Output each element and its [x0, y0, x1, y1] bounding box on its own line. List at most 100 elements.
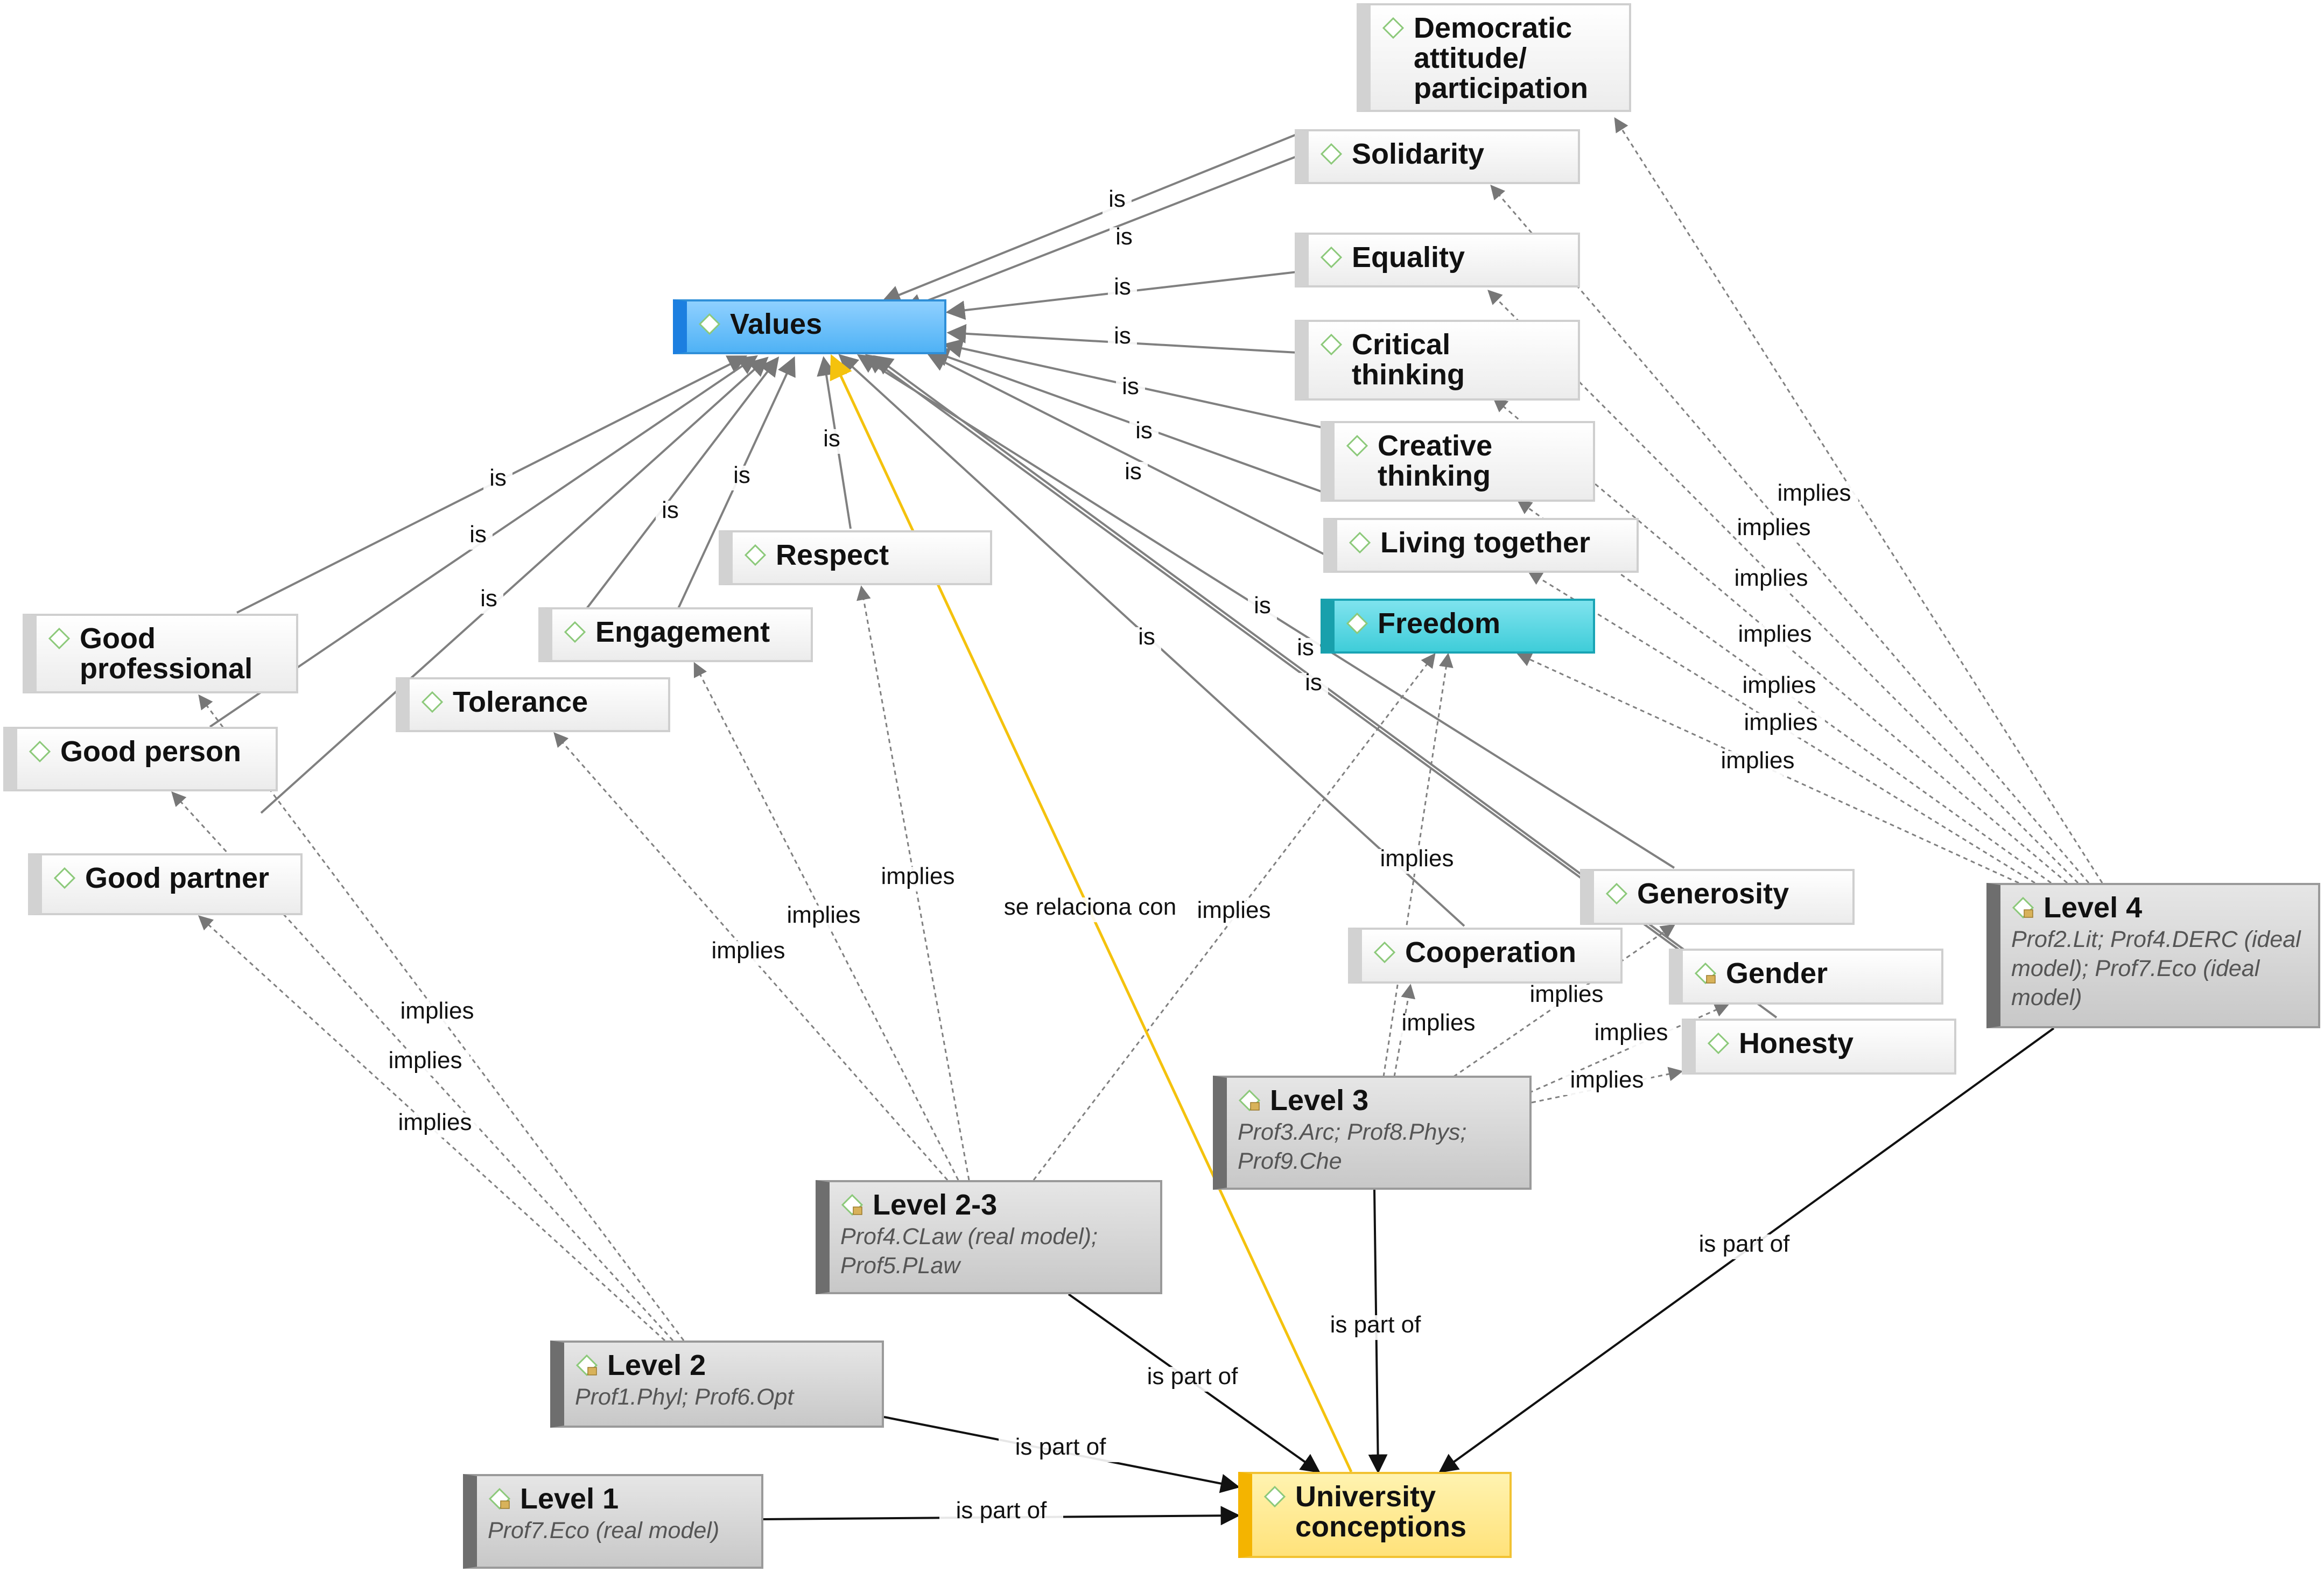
- concept-diamond-icon: [1707, 1031, 1730, 1055]
- edge-label: is: [1297, 634, 1314, 661]
- concept-diamond-icon: [1373, 941, 1396, 964]
- edge-is-gender[interactable]: [865, 354, 1681, 951]
- edge-label-background: [1770, 483, 1858, 508]
- node-university-conceptions[interactable]: University conceptions: [1238, 1472, 1512, 1558]
- node-solidarity[interactable]: Solidarity: [1295, 129, 1580, 184]
- document-concept-icon: [1694, 962, 1717, 985]
- node-freedom[interactable]: Freedom: [1321, 599, 1595, 654]
- node-good-partner[interactable]: Good partner: [28, 853, 303, 915]
- edge-label: is: [662, 497, 679, 523]
- edge-label: implies: [389, 1047, 462, 1073]
- edge-label-background: [393, 1001, 481, 1026]
- node-level-4[interactable]: Level 4 Prof2.Lit; Prof4.DERC (ideal mod…: [1986, 883, 2320, 1028]
- node-subtitle: Prof4.CLaw (real model); Prof5.PLaw: [840, 1224, 1098, 1279]
- edge-label-background: [1299, 673, 1328, 698]
- concept-diamond-icon: [1381, 16, 1405, 40]
- node-tolerance[interactable]: Tolerance: [396, 677, 670, 732]
- edge-is-solidarity[interactable]: [902, 155, 1298, 312]
- node-honesty[interactable]: Honesty: [1682, 1019, 1956, 1075]
- node-label: Good person: [60, 735, 241, 768]
- edge-label: is part of: [1015, 1434, 1107, 1460]
- node-level-2-3[interactable]: Level 2-3 Prof4.CLaw (real model); Prof5…: [816, 1180, 1162, 1294]
- node-label: Good partner: [85, 862, 270, 894]
- node-democratic-attitude[interactable]: Democratic attitude/ participation: [1357, 3, 1631, 112]
- node-engagement[interactable]: Engagement: [538, 607, 813, 662]
- edge-label: implies: [1738, 621, 1812, 647]
- edge-label: is: [489, 465, 507, 491]
- edge-is-good-partner[interactable]: [260, 356, 769, 814]
- edge-label-background: [1714, 751, 1802, 776]
- edge-label-background: [993, 897, 1188, 922]
- edge-is-engagement[interactable]: [586, 356, 780, 609]
- node-critical-thinking[interactable]: Critical thinking: [1295, 320, 1580, 401]
- node-gender[interactable]: Gender: [1669, 949, 1943, 1005]
- edge-label: implies: [1743, 672, 1816, 698]
- node-respect[interactable]: Respect: [719, 530, 992, 585]
- node-creative-thinking[interactable]: Creative thinking: [1321, 421, 1595, 502]
- edge-implies-l4-democratic[interactable]: [1614, 117, 2103, 883]
- edge-implies-l2-good-professional[interactable]: [198, 694, 685, 1341]
- node-level-3[interactable]: Level 3 Prof3.Arc; Prof8.Phys; Prof9.Che: [1213, 1076, 1532, 1190]
- node-living-together[interactable]: Living together: [1323, 518, 1639, 573]
- edge-label: is: [1254, 592, 1271, 619]
- edge-label-background: [1129, 421, 1159, 446]
- edge-label-background: [874, 867, 962, 892]
- document-concept-icon: [575, 1353, 599, 1377]
- edge-implies-l23-tolerance[interactable]: [553, 732, 949, 1181]
- edge-label-background: [1291, 638, 1320, 663]
- edge-label-background: [474, 589, 503, 614]
- concept-diamond-icon: [53, 866, 76, 890]
- concept-diamond-icon: [743, 543, 767, 567]
- document-concept-icon: [2011, 896, 2035, 920]
- concept-diamond-icon: [1348, 531, 1372, 555]
- node-label: Creative thinking: [1378, 430, 1493, 492]
- node-level-1[interactable]: Level 1 Prof7.Eco (real model): [463, 1474, 763, 1569]
- concept-diamond-icon: [698, 312, 721, 336]
- concept-diamond-icon: [563, 620, 587, 644]
- node-label: Level 2: [607, 1349, 706, 1381]
- concept-diamond-icon: [1319, 333, 1343, 356]
- concept-diamond-icon: [1345, 434, 1369, 458]
- edge-implies-l2-good-person[interactable]: [171, 791, 674, 1342]
- edge-label-background: [1587, 1023, 1675, 1048]
- node-label: Level 2-3: [873, 1189, 998, 1221]
- edge-label: implies: [1721, 747, 1795, 774]
- edge-label: implies: [398, 1109, 472, 1135]
- node-label: Freedom: [1378, 607, 1501, 640]
- concept-diamond-icon: [28, 740, 52, 763]
- edge-label-background: [1248, 596, 1277, 621]
- edge-implies-l4-living[interactable]: [1527, 571, 2035, 884]
- edge-label: is part of: [956, 1497, 1048, 1524]
- edge-label-background: [780, 906, 868, 930]
- edge-label: is: [733, 462, 750, 488]
- document-concept-icon: [840, 1193, 864, 1217]
- document-concept-icon: [488, 1487, 511, 1511]
- node-values[interactable]: Values: [673, 299, 946, 354]
- edge-implies-l23-freedom[interactable]: [1033, 652, 1436, 1181]
- node-good-person[interactable]: Good person: [3, 727, 278, 791]
- edge-is-democratic[interactable]: [881, 131, 1303, 304]
- concept-diamond-icon: [420, 690, 444, 714]
- node-generosity[interactable]: Generosity: [1580, 869, 1855, 925]
- node-label: Level 1: [520, 1483, 619, 1515]
- node-level-2[interactable]: Level 2 Prof1.Phyl; Prof6.Opt: [550, 1341, 884, 1428]
- node-label: Democratic attitude/ participation: [1414, 12, 1589, 104]
- edge-label-background: [1737, 713, 1825, 738]
- edge-label: implies: [1402, 1009, 1476, 1036]
- edge-label-background: [1730, 518, 1818, 543]
- node-cooperation[interactable]: Cooperation: [1348, 928, 1623, 984]
- edge-label: implies: [1530, 981, 1604, 1007]
- edge-implies-l3-generosity[interactable]: [1453, 924, 1676, 1078]
- node-label: University conceptions: [1295, 1480, 1467, 1543]
- node-good-professional[interactable]: Good professional: [23, 614, 298, 693]
- node-label: Honesty: [1739, 1027, 1854, 1059]
- node-label: Equality: [1352, 241, 1465, 273]
- node-subtitle: Prof3.Arc; Prof8.Phys; Prof9.Che: [1238, 1119, 1467, 1174]
- edge-label: implies: [712, 937, 785, 964]
- node-subtitle: Prof1.Phyl; Prof6.Opt: [575, 1384, 794, 1410]
- edge-is-creative-2[interactable]: [929, 348, 1325, 494]
- edge-label-background: [1108, 277, 1137, 302]
- edge-label: implies: [1570, 1066, 1644, 1093]
- node-equality[interactable]: Equality: [1295, 233, 1580, 287]
- edge-implies-l4-equality[interactable]: [1487, 290, 2079, 884]
